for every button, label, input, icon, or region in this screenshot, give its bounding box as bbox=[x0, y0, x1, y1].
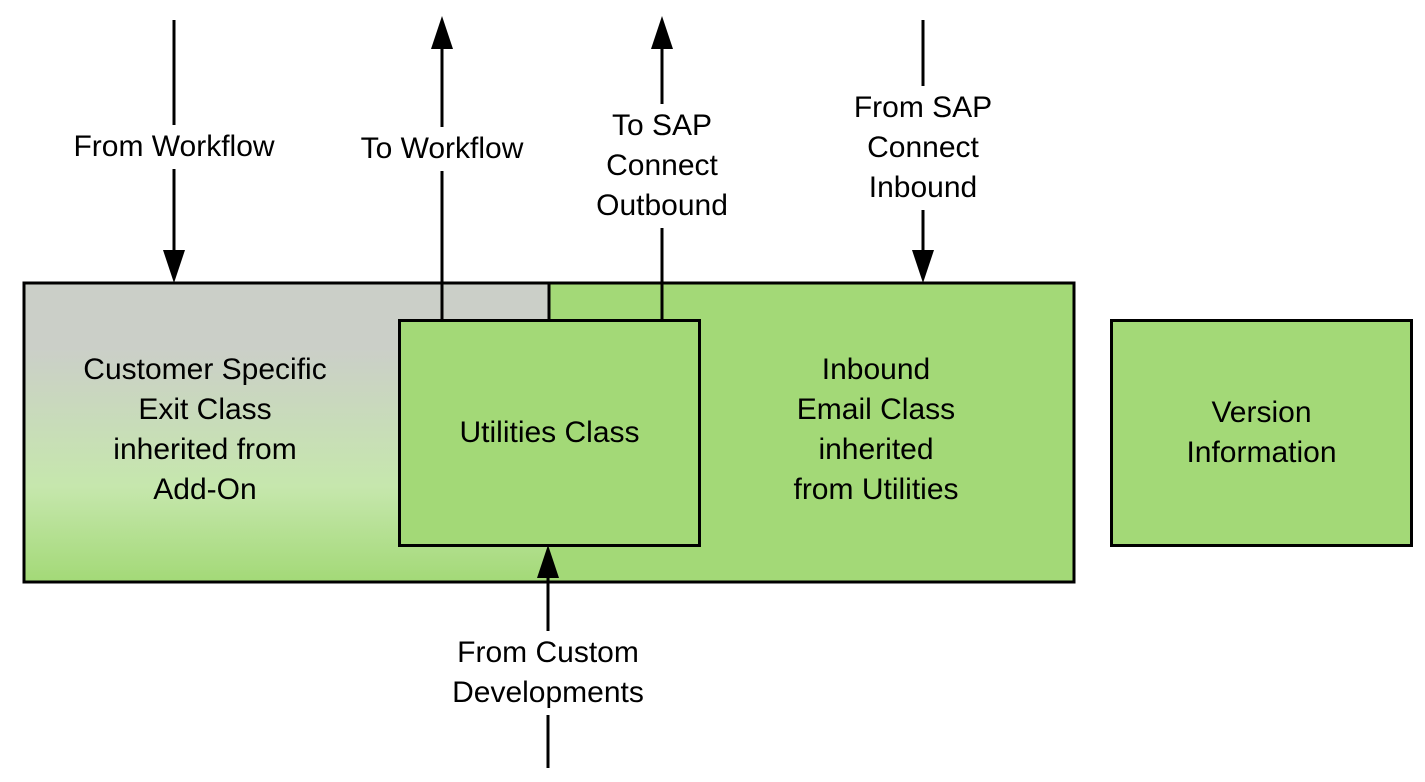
utilities-class-label: Utilities Class bbox=[459, 416, 640, 449]
from-custom-arrowhead bbox=[537, 545, 559, 578]
from-workflow-label: From Workflow bbox=[58, 125, 290, 169]
inbound-email-class-label: Inbound Email Class inherited from Utili… bbox=[793, 353, 959, 506]
version-information-box bbox=[1110, 319, 1413, 547]
utilities-class-box bbox=[398, 319, 701, 547]
version-information-label: Version Information bbox=[1186, 396, 1337, 469]
customer-exit-class-label: Customer Specific Exit Class inherited f… bbox=[83, 353, 327, 506]
from-sap-inbound-label: From SAP Connect Inbound bbox=[840, 86, 1006, 210]
to-sap-outbound-label: To SAP Connect Outbound bbox=[582, 104, 742, 228]
to-workflow-arrowhead bbox=[431, 16, 453, 49]
from-sap-inbound-arrowhead bbox=[912, 250, 934, 283]
to-workflow-label: To Workflow bbox=[346, 127, 538, 171]
from-workflow-arrowhead bbox=[163, 250, 185, 283]
to-sap-outbound-arrowhead bbox=[651, 16, 673, 49]
from-custom-developments-label: From Custom Developments bbox=[434, 631, 662, 715]
